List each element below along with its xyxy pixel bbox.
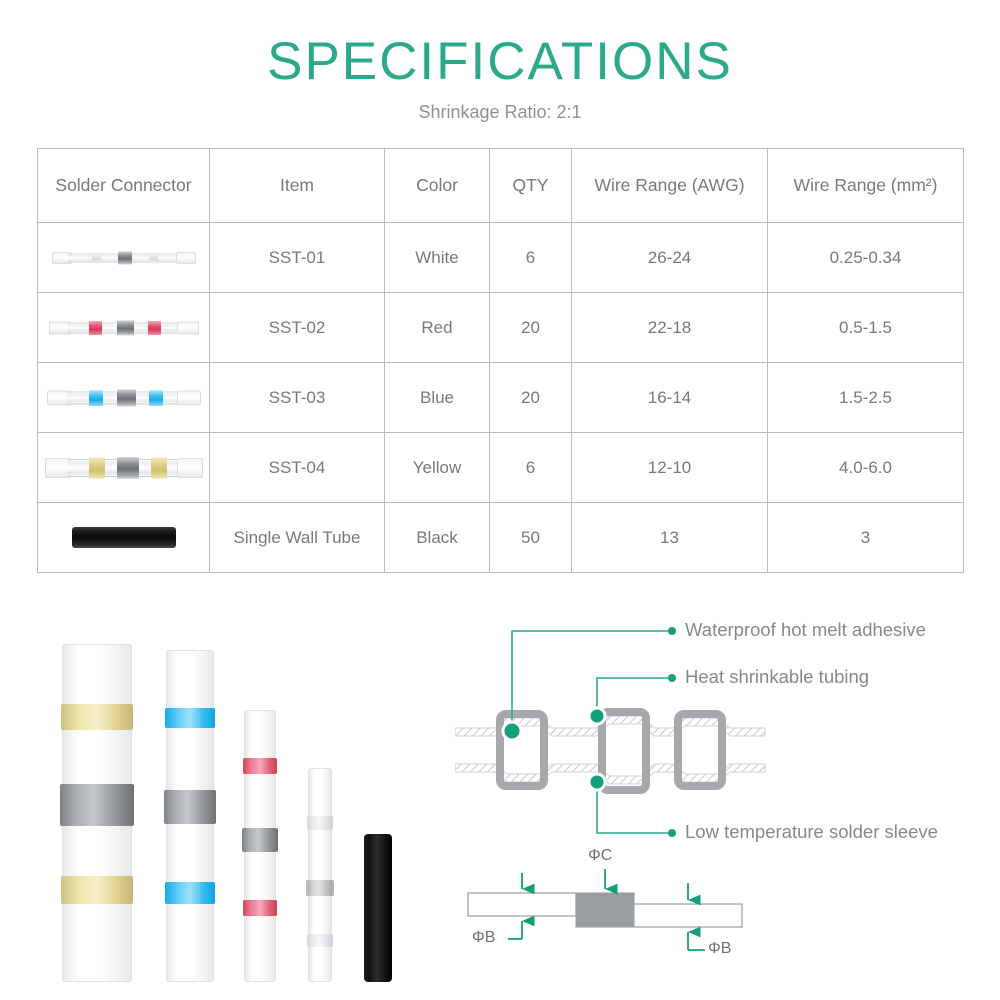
solder-connector-yellow-icon	[44, 455, 203, 480]
table-header-row: Solder Connector Item Color QTY Wire Ran…	[37, 148, 964, 223]
dimension-diagram: ΦC ΦB ΦB	[450, 845, 880, 980]
cell-mm2: 3	[767, 502, 964, 573]
cell-item: SST-04	[209, 432, 385, 503]
cell-awg: 22-18	[571, 292, 768, 363]
cell-item: Single Wall Tube	[209, 502, 385, 573]
cell-item: SST-01	[209, 222, 385, 293]
specifications-table: Solder Connector Item Color QTY Wire Ran…	[37, 148, 964, 573]
page-subtitle: Shrinkage Ratio: 2:1	[418, 101, 582, 122]
cell-awg: 16-14	[571, 362, 768, 433]
callout-label-waterproof-adhesive: Waterproof hot melt adhesive	[685, 619, 926, 640]
dimension-label-phi-b-right: ΦB	[708, 940, 732, 957]
cell-connector-image	[37, 502, 210, 573]
solder-connector-red-icon	[48, 319, 199, 337]
page-title: SPECIFICATIONS	[267, 32, 733, 91]
cell-color: Blue	[384, 362, 490, 433]
left-wire-bar	[467, 892, 577, 917]
cell-color: Yellow	[384, 432, 490, 503]
column-header-color: Color	[384, 148, 490, 223]
cell-connector-image	[37, 222, 210, 293]
cell-color: White	[384, 222, 490, 293]
callout-leader-lines	[511, 630, 670, 834]
cross-section-svg	[454, 627, 766, 837]
column-header-qty: QTY	[489, 148, 572, 223]
cell-awg: 26-24	[571, 222, 768, 293]
cell-qty: 6	[489, 222, 572, 293]
column-header-item: Item	[209, 148, 385, 223]
callout-anchor-dots	[501, 706, 607, 792]
cell-color: Black	[384, 502, 490, 573]
table-row: SST-02 Red 20 22-18 0.5-1.5	[37, 292, 964, 363]
cell-item: SST-03	[209, 362, 385, 433]
blue-connector-photo	[164, 650, 216, 982]
cell-awg: 12-10	[571, 432, 768, 503]
red-connector-photo	[242, 710, 278, 982]
cross-section-diagram: Waterproof hot melt adhesive Heat shrink…	[454, 600, 1000, 850]
callout-label-dots	[668, 627, 676, 837]
table-row: SST-03 Blue 20 16-14 1.5-2.5	[37, 362, 964, 433]
center-solder-block	[575, 892, 635, 928]
page-header: SPECIFICATIONS Shrinkage Ratio: 2:1	[0, 0, 1000, 123]
solder-sleeve-rings	[496, 708, 726, 794]
white-connector-photo	[306, 768, 334, 982]
cell-qty: 20	[489, 292, 572, 363]
product-photo-group	[36, 612, 436, 982]
right-wire-bar	[633, 903, 743, 928]
column-header-wire-range-awg: Wire Range (AWG)	[571, 148, 768, 223]
solder-connector-white-icon	[51, 250, 196, 266]
cell-item: SST-02	[209, 292, 385, 363]
dimension-label-phi-c: ΦC	[588, 847, 613, 864]
callout-label-solder-sleeve: Low temperature solder sleeve	[685, 821, 938, 842]
column-header-solder-connector: Solder Connector	[37, 148, 210, 223]
dimension-label-phi-b-left: ΦB	[472, 929, 496, 946]
dimension-svg	[467, 869, 743, 951]
yellow-connector-photo	[60, 644, 134, 982]
single-wall-tube-black-icon	[71, 527, 176, 548]
cell-mm2: 0.25-0.34	[767, 222, 964, 293]
black-tube-photo	[364, 834, 392, 982]
table-row: SST-01 White 6 26-24 0.25-0.34	[37, 222, 964, 293]
cell-connector-image	[37, 292, 210, 363]
cell-awg: 13	[571, 502, 768, 573]
cell-mm2: 4.0-6.0	[767, 432, 964, 503]
cell-color: Red	[384, 292, 490, 363]
table-row: Single Wall Tube Black 50 13 3	[37, 502, 964, 573]
solder-connector-blue-icon	[46, 388, 201, 408]
table-row: SST-04 Yellow 6 12-10 4.0-6.0	[37, 432, 964, 503]
callout-label-heat-shrinkable-tubing: Heat shrinkable tubing	[685, 666, 870, 687]
column-header-wire-range-mm2: Wire Range (mm²)	[767, 148, 964, 223]
cell-qty: 50	[489, 502, 572, 573]
cell-connector-image	[37, 362, 210, 433]
cell-qty: 6	[489, 432, 572, 503]
cell-qty: 20	[489, 362, 572, 433]
cell-mm2: 1.5-2.5	[767, 362, 964, 433]
cell-connector-image	[37, 432, 210, 503]
cell-mm2: 0.5-1.5	[767, 292, 964, 363]
